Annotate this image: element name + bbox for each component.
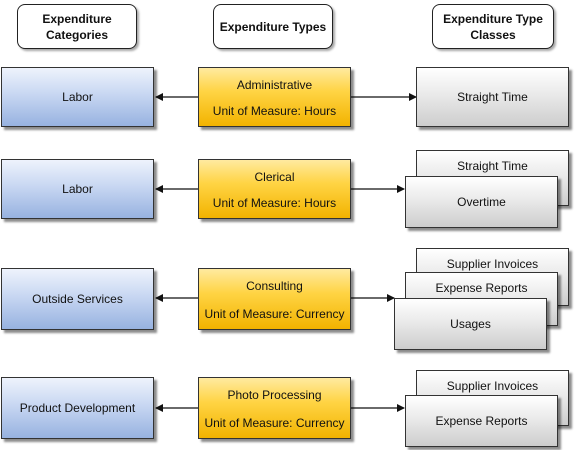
type-box-consulting: Consulting Unit of Measure: Currency bbox=[198, 268, 351, 330]
category-box-labor-1: Labor bbox=[1, 67, 154, 127]
class-label: Supplier Invoices bbox=[446, 379, 539, 393]
class-box-overtime: Overtime bbox=[405, 176, 558, 228]
category-label: Product Development bbox=[19, 401, 136, 415]
type-box-clerical: Clerical Unit of Measure: Hours bbox=[198, 159, 351, 219]
header-classes-label: Expenditure Type Classes bbox=[443, 11, 543, 42]
header-categories-label: Expenditure Categories bbox=[42, 11, 112, 42]
type-name: Clerical bbox=[254, 170, 295, 184]
category-label: Labor bbox=[62, 182, 93, 196]
class-label: Expense Reports bbox=[435, 281, 528, 295]
category-box-product-development: Product Development bbox=[1, 377, 154, 439]
category-box-outside-services: Outside Services bbox=[1, 268, 154, 330]
type-name: Photo Processing bbox=[227, 388, 322, 402]
class-label: Supplier Invoices bbox=[446, 257, 539, 271]
class-box-expense-reports-2: Expense Reports bbox=[405, 395, 558, 447]
header-expenditure-types: Expenditure Types bbox=[213, 4, 333, 49]
type-box-photo-processing: Photo Processing Unit of Measure: Curren… bbox=[198, 377, 351, 439]
category-label: Labor bbox=[62, 90, 93, 104]
header-expenditure-type-classes: Expenditure Type Classes bbox=[432, 4, 554, 49]
header-types-label: Expenditure Types bbox=[219, 19, 327, 34]
category-box-labor-2: Labor bbox=[1, 159, 154, 219]
unit-of-measure: Unit of Measure: Currency bbox=[204, 307, 345, 321]
class-label: Usages bbox=[450, 317, 491, 331]
type-name: Consulting bbox=[246, 279, 303, 293]
class-box-usages: Usages bbox=[394, 298, 547, 350]
class-label: Straight Time bbox=[457, 90, 528, 104]
category-label: Outside Services bbox=[32, 292, 123, 306]
class-label: Expense Reports bbox=[435, 414, 528, 428]
class-label: Straight Time bbox=[457, 159, 528, 173]
unit-of-measure: Unit of Measure: Currency bbox=[204, 416, 345, 430]
header-expenditure-categories: Expenditure Categories bbox=[17, 4, 137, 49]
class-label: Overtime bbox=[457, 195, 506, 209]
class-box-straight-time-1: Straight Time bbox=[416, 67, 569, 127]
unit-of-measure: Unit of Measure: Hours bbox=[212, 196, 337, 210]
type-name: Administrative bbox=[236, 78, 313, 92]
type-box-administrative: Administrative Unit of Measure: Hours bbox=[198, 67, 351, 127]
unit-of-measure: Unit of Measure: Hours bbox=[212, 104, 337, 118]
